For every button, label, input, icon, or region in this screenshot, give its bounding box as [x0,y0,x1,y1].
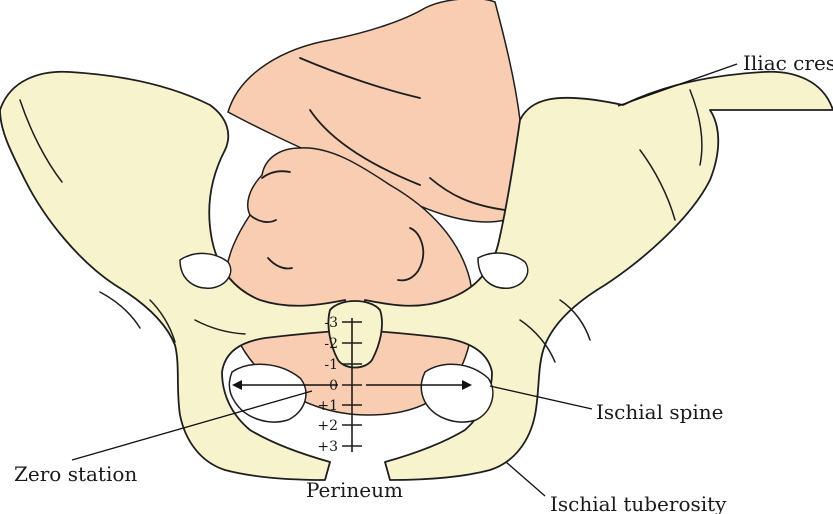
station-label: +2 [317,418,338,434]
station-ruler: -3 -2 -1 0 +1 +2 +3 [317,315,362,455]
ischial-spine-leader [489,385,593,410]
station-label: 0 [329,378,338,394]
label-iliac-crest: Iliac crest [743,51,833,75]
station-label: +3 [317,439,338,455]
label-ischial-tuberosity: Ischial tuberosity [550,492,727,514]
interspinous-arrow [232,380,472,390]
label-ischial-spine: Ischial spine [596,400,724,424]
station-label: -2 [324,336,338,352]
right-hip-bone [357,70,833,481]
zero-station-leader [71,390,313,461]
pubic-symphysis [327,300,383,369]
iliac-crest-leader [617,63,738,107]
ischial-tuberosity-leader [505,461,546,497]
station-label: +1 [317,398,338,414]
label-perineum: Perineum [306,478,403,502]
station-label: -1 [324,357,338,373]
station-label: -3 [324,315,338,331]
label-zero-station: Zero station [14,462,137,486]
left-hip-bone [0,70,353,481]
